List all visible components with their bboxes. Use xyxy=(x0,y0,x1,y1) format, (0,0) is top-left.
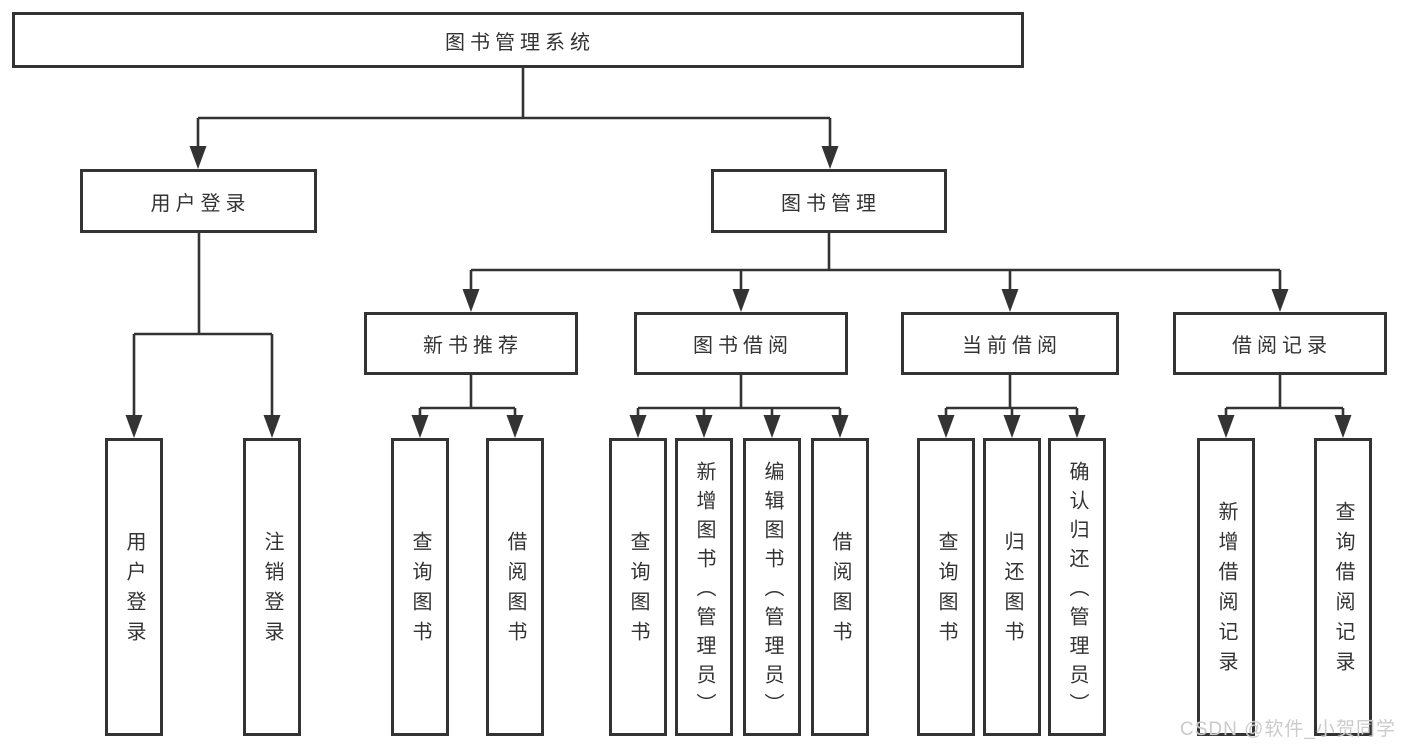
node-label: 新增借阅记录 xyxy=(1215,501,1237,681)
node-label: 编辑图书（管理员） xyxy=(761,460,783,722)
node-current-borrowing: 当前借阅 xyxy=(901,312,1119,375)
leaf-add-books-admin: 新增图书（管理员） xyxy=(675,438,733,736)
node-label: 借阅图书 xyxy=(504,531,526,651)
leaf-user-login: 用户登录 xyxy=(105,438,163,736)
node-label: 新书推荐 xyxy=(423,335,523,357)
node-label: 用户登录 xyxy=(150,192,251,215)
node-book-borrowing: 图书借阅 xyxy=(634,312,848,375)
leaf-return-books: 归还图书 xyxy=(983,438,1041,736)
node-label: 借阅记录 xyxy=(1232,335,1332,357)
node-label: 图书借阅 xyxy=(693,335,793,357)
node-borrowing-records: 借阅记录 xyxy=(1173,312,1387,375)
leaf-query-books: 查询图书 xyxy=(917,438,975,736)
leaf-confirm-return-admin: 确认归还（管理员） xyxy=(1048,438,1106,736)
node-label: 注销登录 xyxy=(261,531,283,651)
node-label: 借阅图书 xyxy=(829,531,851,651)
node-label: 归还图书 xyxy=(1001,531,1023,651)
leaf-edit-books-admin: 编辑图书（管理员） xyxy=(743,438,801,736)
node-label: 图书管理 xyxy=(781,192,881,215)
leaf-query-books: 查询图书 xyxy=(391,438,449,736)
node-new-book-recommendation: 新书推荐 xyxy=(364,312,578,375)
node-label: 用户登录 xyxy=(123,531,145,651)
leaf-query-books: 查询图书 xyxy=(609,438,667,736)
node-label: 当前借阅 xyxy=(962,335,1062,357)
leaf-borrow-books: 借阅图书 xyxy=(811,438,869,736)
leaf-add-borrow-record: 新增借阅记录 xyxy=(1197,438,1255,736)
node-label: 查询图书 xyxy=(409,531,431,651)
node-library-management-system: 图书管理系统 xyxy=(12,12,1024,68)
node-label: 查询图书 xyxy=(627,531,649,651)
node-user-login: 用户登录 xyxy=(80,169,317,233)
node-label: 图书管理系统 xyxy=(445,31,595,54)
node-label: 查询图书 xyxy=(935,531,957,651)
leaf-query-borrow-record: 查询借阅记录 xyxy=(1314,438,1372,736)
csdn-watermark: CSDN @软件_小贺同学 xyxy=(1180,719,1396,740)
node-book-management: 图书管理 xyxy=(711,169,947,233)
leaf-logout: 注销登录 xyxy=(243,438,301,736)
node-label: 查询借阅记录 xyxy=(1332,501,1354,681)
node-label: 新增图书（管理员） xyxy=(693,460,715,722)
node-label: 确认归还（管理员） xyxy=(1066,460,1088,722)
leaf-borrow-books: 借阅图书 xyxy=(486,438,544,736)
